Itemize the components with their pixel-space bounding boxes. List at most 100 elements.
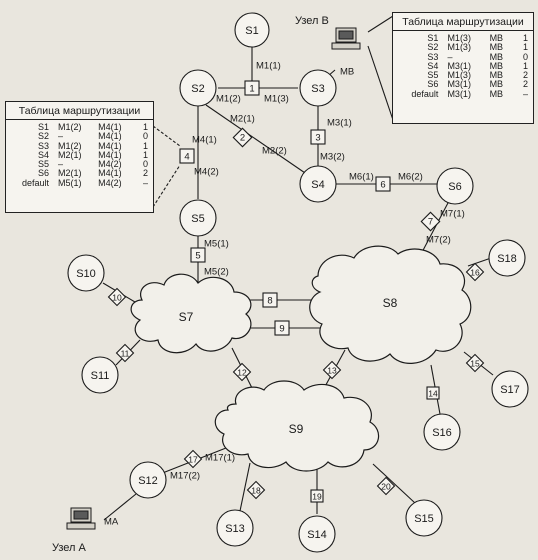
node-s16 [423, 413, 461, 451]
router-12-label: 12 [237, 367, 247, 377]
port-label-m17-1: M17(1) [205, 453, 235, 464]
table-cell: M4(1) [98, 122, 122, 132]
table-cell: M1(3) [447, 42, 471, 53]
router-14-label: 14 [428, 388, 438, 398]
port-label-m5-1: M5(1) [204, 239, 229, 250]
router-1 [244, 80, 260, 96]
router-6 [375, 176, 391, 192]
router-20 [376, 476, 396, 496]
routing-table-title: Таблица маршрутизации [393, 13, 533, 31]
link-s15 [372, 463, 416, 504]
router-18 [246, 480, 266, 500]
port-label-m4-1: M4(1) [192, 135, 217, 146]
table-cell: M3(1) [447, 88, 471, 99]
node-s17-label: S17 [500, 384, 520, 396]
table-cell: S5 [37, 159, 49, 170]
node-s13-label: S13 [225, 523, 245, 535]
table-cell: 1 [522, 33, 528, 43]
table-row: S2–M4(1)0 [6, 131, 153, 142]
table-cell: 0 [142, 159, 148, 170]
table-cell: M5(1) [58, 177, 82, 188]
table-cell: M4(1) [98, 168, 122, 179]
table-cell: M4(1) [98, 140, 122, 151]
router-9 [274, 320, 290, 336]
table-cell: 1 [522, 42, 528, 53]
node-s5-label: S5 [191, 213, 204, 225]
link-s13 [239, 462, 251, 512]
router-2 [232, 127, 253, 148]
cloud-s9 [214, 380, 380, 472]
node-s15 [405, 499, 443, 537]
node-s18 [488, 239, 526, 277]
router-19-label: 19 [312, 491, 322, 501]
port-label-m3-2: M3(2) [320, 152, 345, 163]
router-17 [183, 449, 203, 469]
node-s17 [491, 370, 529, 408]
router-19 [310, 489, 324, 503]
router-20-label: 20 [381, 481, 391, 491]
router-8 [262, 292, 278, 308]
port-label-m1-3: M1(3) [264, 94, 289, 105]
router-8-label: 8 [267, 296, 272, 307]
router-6-label: 6 [380, 180, 385, 191]
table-cell: MB [489, 51, 504, 62]
table-cell: – [58, 131, 64, 142]
table-cell: S5 [427, 70, 439, 81]
cloud-s7-label: S7 [179, 310, 194, 324]
router-14 [426, 386, 440, 400]
node-s16-label: S16 [432, 427, 452, 439]
callout-line-4a [152, 125, 181, 147]
port-label-m7-1: M7(1) [440, 209, 465, 220]
port-label-m4-2: M4(2) [194, 167, 219, 178]
callout-line-bottom [367, 45, 394, 121]
table-cell: S4 [37, 149, 49, 160]
router-7-label: 7 [428, 217, 433, 228]
cloud-s8-label: S8 [383, 296, 398, 310]
table-cell: 2 [522, 79, 528, 90]
node-s2-label: S2 [191, 83, 204, 95]
router-5 [190, 247, 206, 263]
table-row: S5–M4(2)0 [6, 159, 153, 170]
table-cell: – [142, 177, 148, 188]
table-cell: M4(1) [98, 149, 122, 160]
router-10-label: 10 [112, 292, 122, 302]
node-s10 [67, 254, 105, 292]
table-cell: 1 [142, 122, 148, 132]
table-cell: M1(3) [447, 70, 471, 81]
router-16 [465, 262, 485, 282]
table-cell: S2 [427, 42, 439, 53]
port-label-m2-1: M2(1) [230, 114, 255, 125]
router-9-label: 9 [279, 324, 284, 335]
table-cell: 2 [142, 168, 148, 179]
table-cell: M1(3) [447, 33, 471, 43]
port-label-m6-1: M6(1) [349, 172, 374, 183]
node-s6-label: S6 [448, 181, 461, 193]
table-cell: MB [489, 42, 504, 53]
cloud-s9-label: S9 [289, 422, 304, 436]
node-s11 [81, 356, 119, 394]
table-cell: M1(2) [58, 122, 82, 132]
table-cell: 0 [522, 51, 528, 62]
table-cell: 1 [142, 140, 148, 151]
table-cell: S4 [427, 60, 439, 71]
table-cell: 1 [522, 60, 528, 71]
node-s14-label: S14 [307, 529, 327, 541]
node-s14 [298, 515, 336, 553]
node-s1 [234, 12, 270, 48]
router-4 [179, 148, 195, 164]
table-cell: S3 [37, 140, 49, 151]
link-s12-hosta [103, 493, 137, 521]
router-11-label: 11 [121, 348, 130, 358]
table-cell: default [21, 177, 49, 188]
table-cell: M2(1) [58, 168, 82, 179]
table-cell: MB [489, 33, 504, 43]
router-11 [115, 343, 135, 363]
